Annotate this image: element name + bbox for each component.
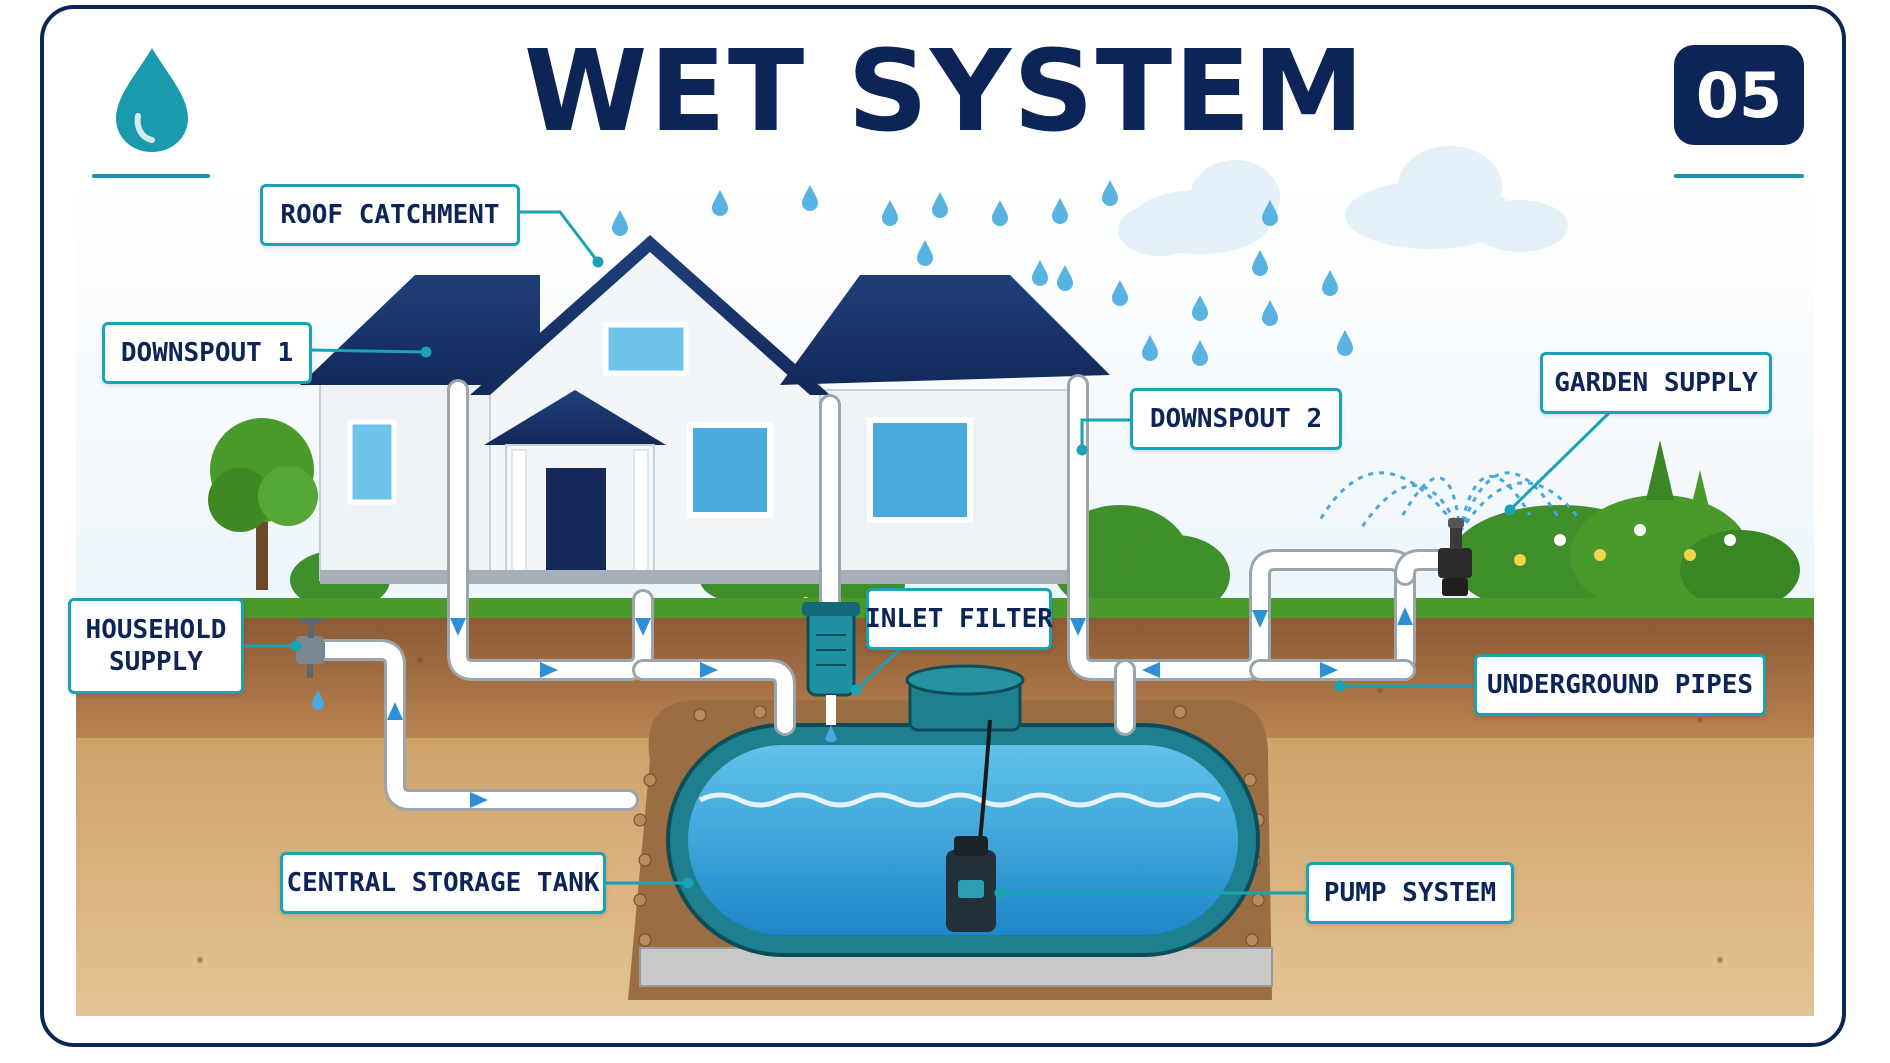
step-badge: 05 <box>1674 45 1804 145</box>
label-inlet-filter: INLET FILTER <box>866 588 1052 650</box>
divider-left <box>92 174 210 178</box>
label-central-storage-tank: CENTRAL STORAGE TANK <box>280 852 606 914</box>
label-pump-system: PUMP SYSTEM <box>1306 862 1514 924</box>
label-underground-pipes: UNDERGROUND PIPES <box>1474 654 1766 716</box>
label-roof-catchment: ROOF CATCHMENT <box>260 184 520 246</box>
label-household-supply: HOUSEHOLD SUPPLY <box>68 598 244 694</box>
divider-right <box>1674 174 1804 178</box>
label-garden-supply: GARDEN SUPPLY <box>1540 352 1772 414</box>
page-title: WET SYSTEM <box>0 36 1890 148</box>
label-downspout-2: DOWNSPOUT 2 <box>1130 388 1342 450</box>
label-downspout-1: DOWNSPOUT 1 <box>102 322 312 384</box>
